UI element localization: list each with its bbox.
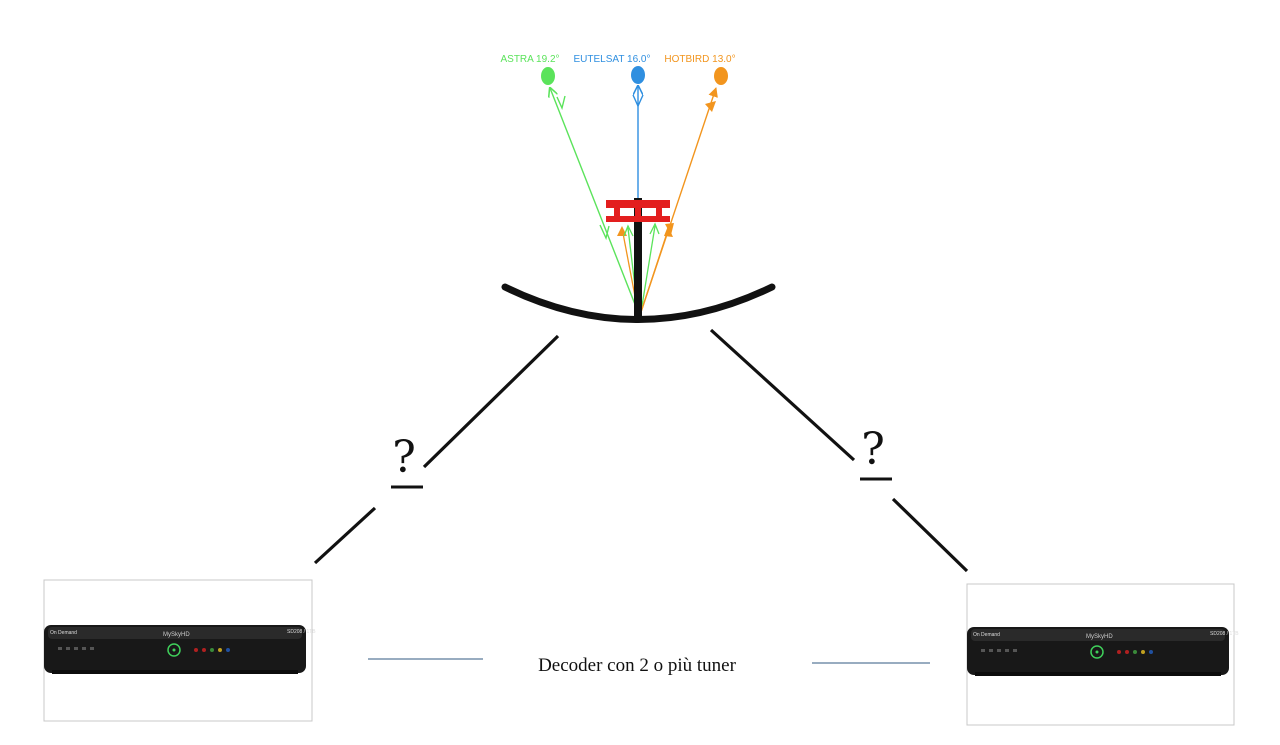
decoder-left-model: SD208 / 1TB (287, 629, 316, 635)
signal-reflected-green-right (640, 225, 656, 313)
decoder-right-power-ring-icon (1090, 645, 1104, 659)
decoder-left: On Demand MySkyHD SD208 / 1TB (43, 579, 316, 722)
cable-right-upper (709, 328, 856, 462)
arrow-reflected-green-left (623, 224, 634, 237)
lnb-triple-icon (606, 200, 670, 222)
decoder-left-brand: MySkyHD (163, 632, 190, 638)
arrow-reflected-green-right (649, 222, 660, 235)
satellite-astra-icon (541, 67, 555, 85)
cable-right-lower (891, 497, 969, 573)
arrow-astra-2 (599, 224, 610, 241)
decoder-left-power-ring-icon (167, 643, 181, 657)
decoder-right-model: SD208 / 1TB (1210, 631, 1239, 637)
decoder-right-button-row (981, 649, 1153, 654)
decoder-right-badge: On Demand (973, 632, 1000, 638)
decoder-left-badge: On Demand (50, 630, 77, 636)
signal-reflected-orange-right (640, 229, 669, 313)
arrow-eutelsat-1 (632, 94, 644, 108)
decoder-right-brand: MySkyHD (1086, 634, 1113, 640)
decoder-right: On Demand MySkyHD SD208 / 1TB (966, 583, 1239, 726)
signal-astra-incoming (550, 88, 639, 313)
cable-left-question-mark: ? (392, 432, 416, 483)
satellite-label-eutelsat: EUTELSAT 16.0° (574, 54, 651, 65)
cable-left-lower (313, 506, 377, 565)
satellite-eutelsat-icon (631, 66, 645, 84)
decoder-left-button-row (58, 647, 230, 652)
arrow-astra-1 (556, 95, 566, 111)
cable-left-upper (422, 334, 560, 469)
satellite-dish (501, 283, 776, 323)
arrow-reflected-orange-right (664, 226, 673, 237)
cable-right-question-mark: ? (861, 424, 885, 475)
arrow-hotbird-2 (665, 223, 674, 235)
satellite-label-astra: ASTRA 19.2° (500, 54, 559, 65)
arrow-hotbird-1 (705, 101, 716, 112)
satellite-hotbird-icon (714, 67, 728, 85)
satellite-label-hotbird: HOTBIRD 13.0° (664, 54, 735, 65)
dish-mast (634, 198, 642, 318)
decoder-caption: Decoder con 2 o più tuner (538, 655, 737, 676)
